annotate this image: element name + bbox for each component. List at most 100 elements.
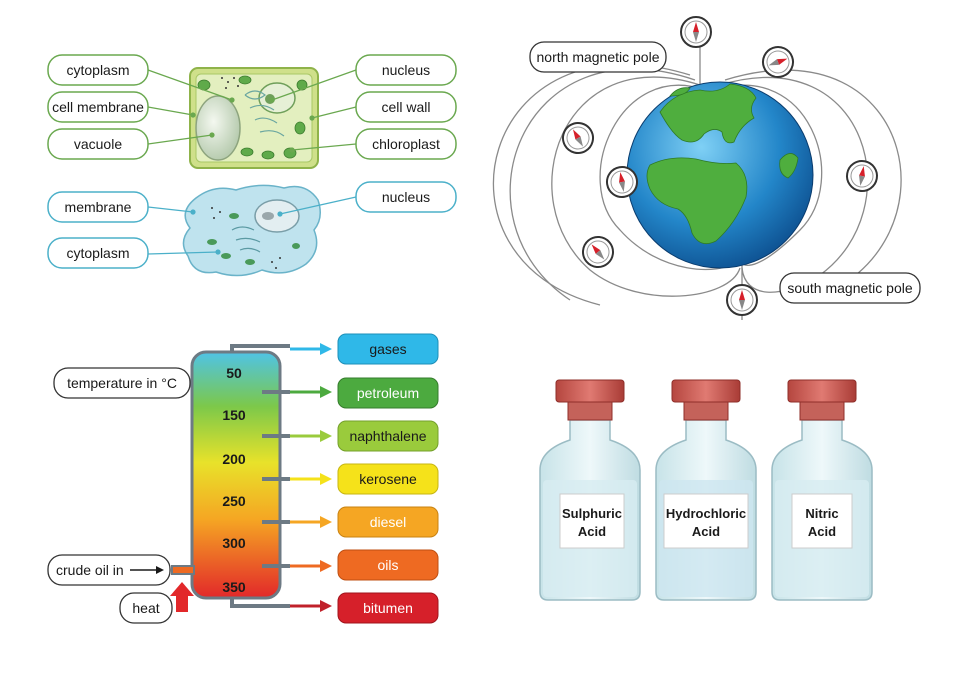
- animal-label-cytoplasm: cytoplasm: [47, 237, 149, 269]
- arrow-diesel: [290, 516, 332, 528]
- arrow-bitumen: [290, 600, 332, 612]
- compass-icon: [846, 160, 878, 192]
- svg-text:cell wall: cell wall: [381, 99, 430, 115]
- earth-magnetic-field-diagram: north magnetic pole south magnetic pole: [492, 16, 921, 320]
- animal-leader-lines: [147, 196, 357, 255]
- temp-tick: 200: [222, 451, 246, 467]
- vacuole-shape: [195, 95, 241, 161]
- product-arrows: [290, 343, 332, 612]
- arrow-naphthalene: [290, 430, 332, 442]
- svg-text:membrane: membrane: [65, 199, 132, 215]
- svg-text:Hydrochloric: Hydrochloric: [666, 506, 746, 521]
- animal-nucleolus: [262, 212, 274, 220]
- svg-text:petroleum: petroleum: [357, 385, 419, 401]
- plant-cell-diagram: cytoplasm cell membrane vacuole nucleus …: [47, 54, 457, 169]
- svg-text:temperature in °C: temperature in °C: [67, 375, 177, 391]
- svg-text:nucleus: nucleus: [382, 189, 430, 205]
- south-pole-label: south magnetic pole: [779, 272, 921, 304]
- animal-cell-diagram: membrane cytoplasm nucleus: [47, 181, 457, 277]
- svg-text:vacuole: vacuole: [74, 136, 122, 152]
- temp-tick: 250: [222, 493, 246, 509]
- fractional-distillation-diagram: 50 150 200 250 300 350 gases petroleum: [47, 333, 439, 624]
- svg-text:Nitric: Nitric: [805, 506, 838, 521]
- svg-text:south magnetic pole: south magnetic pole: [787, 280, 913, 296]
- plant-ribosomes: [221, 77, 239, 89]
- svg-text:bitumen: bitumen: [363, 600, 413, 616]
- svg-text:gases: gases: [369, 341, 406, 357]
- svg-text:naphthalene: naphthalene: [349, 428, 426, 444]
- product-boxes: gases petroleum naphthalene kerosene die…: [337, 333, 439, 624]
- plant-organelles: [244, 90, 285, 137]
- product-naphthalene: naphthalene: [337, 420, 439, 452]
- compass-icon: [762, 46, 794, 78]
- temperature-label: temperature in °C: [53, 367, 191, 399]
- bottle-nitric: Nitric Acid: [771, 379, 873, 601]
- plant-leader-lines: [147, 69, 357, 153]
- plant-label-nucleus: nucleus: [355, 54, 457, 86]
- temp-tick: 350: [222, 579, 246, 595]
- animal-mitochondria: [207, 213, 300, 265]
- arrow-gases: [290, 343, 332, 355]
- product-petroleum: petroleum: [337, 377, 439, 409]
- svg-text:Acid: Acid: [808, 524, 836, 539]
- svg-text:Acid: Acid: [578, 524, 606, 539]
- plant-label-chloroplast: chloroplast: [355, 128, 457, 160]
- compass-icon: [726, 284, 758, 316]
- svg-text:nucleus: nucleus: [382, 62, 430, 78]
- temp-tick: 150: [222, 407, 246, 423]
- bottle-hydrochloric: Hydrochloric Acid: [655, 379, 757, 601]
- product-kerosene: kerosene: [337, 463, 439, 495]
- column-top-pipe: [230, 344, 290, 352]
- crude-oil-inlet-pipe: [171, 565, 195, 575]
- column-side-pipes: [230, 390, 290, 608]
- product-diesel: diesel: [337, 506, 439, 538]
- svg-text:heat: heat: [132, 600, 159, 616]
- animal-label-nucleus: nucleus: [355, 181, 457, 213]
- svg-text:kerosene: kerosene: [359, 471, 417, 487]
- svg-text:cytoplasm: cytoplasm: [66, 245, 129, 261]
- svg-text:crude oil in: crude oil in: [56, 562, 124, 578]
- animal-label-membrane: membrane: [47, 191, 149, 223]
- product-gases: gases: [337, 333, 439, 365]
- svg-text:cytoplasm: cytoplasm: [66, 62, 129, 78]
- temp-tick: 300: [222, 535, 246, 551]
- plant-label-vacuole: vacuole: [47, 128, 149, 160]
- arrow-oils: [290, 560, 332, 572]
- acid-label: [663, 493, 749, 549]
- compass-icon: [582, 236, 614, 268]
- animal-ribosomes: [211, 207, 281, 269]
- product-oils: oils: [337, 549, 439, 581]
- plant-label-cell-wall: cell wall: [355, 91, 457, 123]
- north-pole-label: north magnetic pole: [529, 41, 667, 73]
- plant-label-cell-membrane: cell membrane: [47, 91, 149, 123]
- svg-text:north magnetic pole: north magnetic pole: [537, 49, 660, 65]
- temp-tick: 50: [226, 365, 242, 381]
- compass-group: [562, 16, 878, 316]
- animal-nucleus-shape: [254, 199, 300, 233]
- heat-arrow-icon: [170, 582, 194, 612]
- svg-text:oils: oils: [377, 557, 398, 573]
- compass-icon: [680, 16, 712, 48]
- arrow-kerosene: [290, 473, 332, 485]
- earth-continents: [646, 83, 799, 245]
- svg-text:Sulphuric: Sulphuric: [562, 506, 622, 521]
- acid-bottles: Sulphuric Acid Hydrochloric Acid Nitric …: [539, 379, 873, 601]
- product-bitumen: bitumen: [337, 592, 439, 624]
- animal-organelles: [231, 226, 261, 253]
- acid-label: [791, 493, 853, 549]
- compass-icon: [606, 166, 638, 198]
- compass-icon: [562, 122, 594, 154]
- svg-text:Acid: Acid: [692, 524, 720, 539]
- heat-label: heat: [119, 592, 173, 624]
- crude-oil-label: crude oil in: [47, 554, 171, 586]
- acid-label: [559, 493, 625, 549]
- arrow-petroleum: [290, 386, 332, 398]
- bottle-sulphuric: Sulphuric Acid: [539, 379, 641, 601]
- plant-label-cytoplasm: cytoplasm: [47, 54, 149, 86]
- svg-text:cell membrane: cell membrane: [52, 99, 144, 115]
- temperature-ticks: 50 150 200 250 300 350: [222, 365, 246, 595]
- distillation-column: [190, 350, 282, 600]
- svg-text:diesel: diesel: [370, 514, 407, 530]
- svg-text:chloroplast: chloroplast: [372, 136, 440, 152]
